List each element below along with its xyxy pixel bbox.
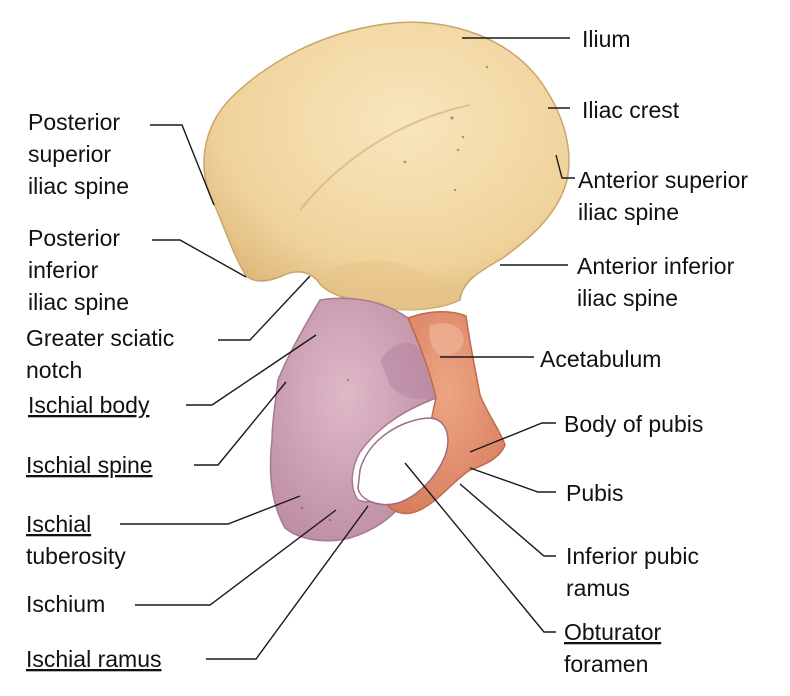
acetabulum-rim xyxy=(429,323,464,356)
leader-ischial-ramus xyxy=(206,505,369,660)
ilium-bone xyxy=(203,21,570,311)
label-posterior-superior-iliac-spine: Posterior superior iliac spine xyxy=(28,109,129,199)
label-anterior-superior-iliac-spine: Anterior superior iliac spine xyxy=(578,167,754,225)
label-anterior-inferior-iliac-spine: Anterior inferior iliac spine xyxy=(577,253,741,311)
label-greater-sciatic-notch: Greater sciatic notch xyxy=(26,325,181,383)
label-ischium: Ischium xyxy=(26,591,105,617)
leader-inferior-pubic-ramus xyxy=(459,483,556,557)
label-ischial-body: Ischial body xyxy=(28,392,150,418)
leader-asis xyxy=(555,154,575,179)
ilium-shading xyxy=(330,260,460,311)
label-inferior-pubic-ramus: Inferior pubic ramus xyxy=(566,543,705,601)
obturator-foramen-hole xyxy=(357,417,449,506)
iliac-fossa-ridge xyxy=(299,104,471,211)
leader-obturator-foramen xyxy=(404,462,556,633)
leader-piis xyxy=(152,239,247,278)
label-ilium: Ilium xyxy=(582,26,631,52)
label-ischial-ramus: Ischial ramus xyxy=(26,646,161,672)
ischium-shading xyxy=(380,342,436,400)
label-body-of-pubis: Body of pubis xyxy=(564,411,703,437)
leader-psis xyxy=(150,124,215,206)
leader-ischial-tuberosity xyxy=(120,495,301,525)
label-pubis: Pubis xyxy=(566,480,624,506)
label-posterior-inferior-iliac-spine: Posterior inferior iliac spine xyxy=(28,225,129,315)
bone-speckles xyxy=(300,65,489,522)
leader-lines xyxy=(120,37,575,660)
label-obturator-foramen: Obturator foramen xyxy=(564,619,668,677)
leader-ischial-body xyxy=(186,334,317,406)
leader-ischial-spine xyxy=(194,381,287,466)
label-ischial-tuberosity: Ischial tuberosity xyxy=(26,511,126,569)
label-iliac-crest: Iliac crest xyxy=(582,97,680,123)
leader-greater-sciatic-notch xyxy=(218,275,311,341)
leader-body-of-pubis xyxy=(469,422,556,453)
label-ischial-spine: Ischial spine xyxy=(26,452,153,478)
leader-ischium xyxy=(135,509,337,606)
leader-pubis xyxy=(469,467,556,493)
label-acetabulum: Acetabulum xyxy=(540,346,661,372)
